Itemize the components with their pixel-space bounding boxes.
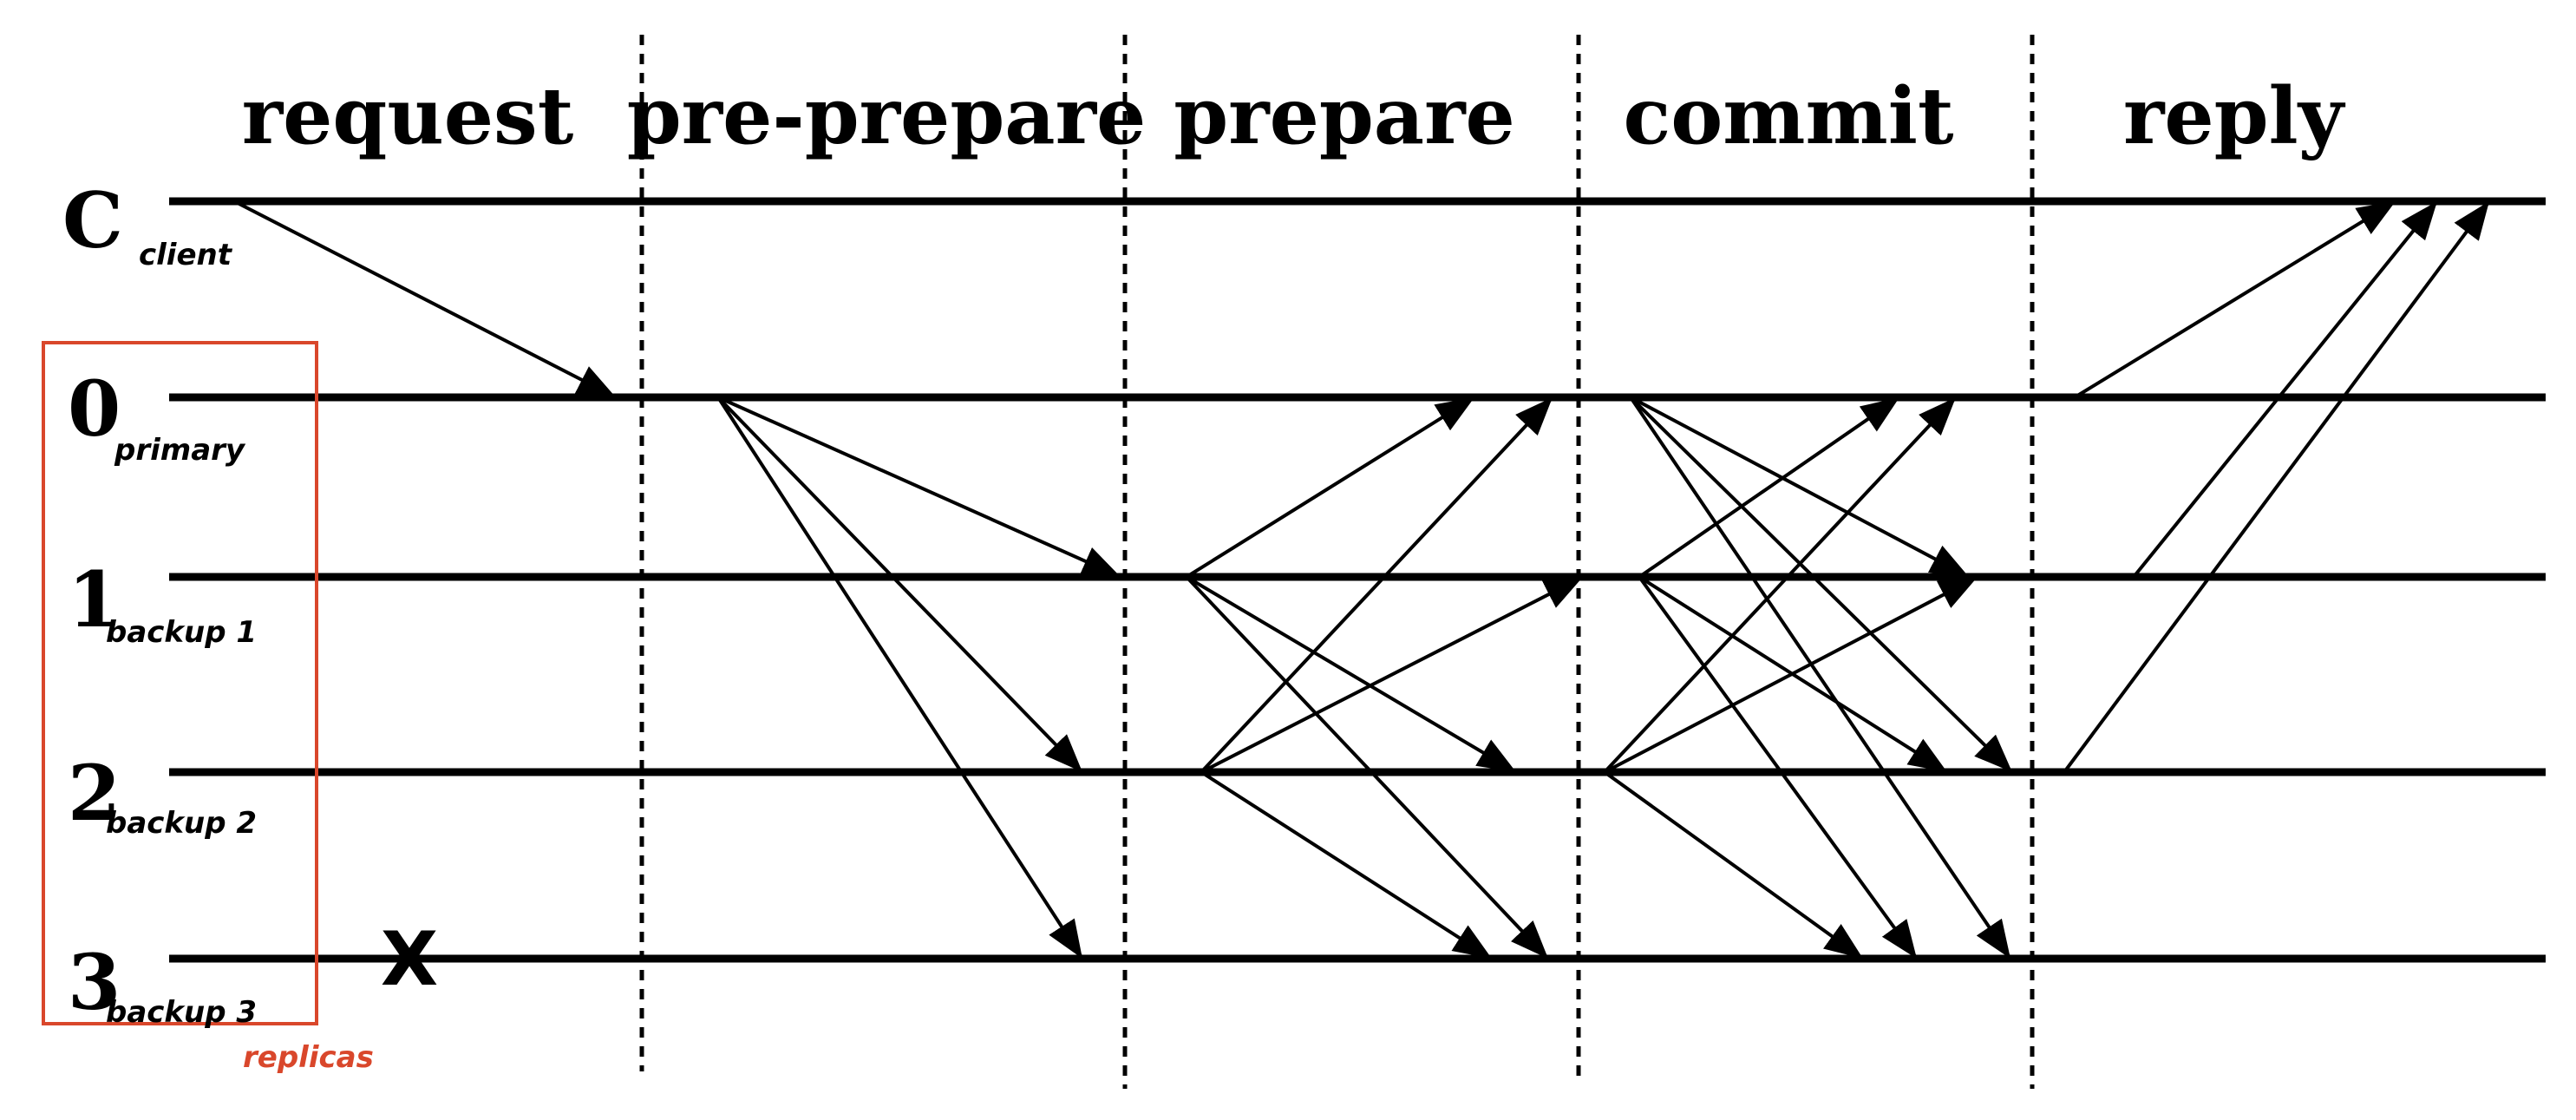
message-reply-0-to-client [2073, 200, 2397, 399]
node-sub-backup-3: backup 3 [106, 995, 257, 1030]
message-commit-0-to-2 [1629, 396, 2014, 774]
message-prepare-2-to-1 [1200, 575, 1584, 774]
node-sub-client: client [139, 238, 233, 272]
node-label-backup-2: 2 [68, 748, 121, 838]
node-sub-backup-1: backup 1 [106, 615, 257, 650]
node-label-client: C [62, 175, 123, 265]
message-commit-0-to-3 [1629, 396, 2012, 960]
node-sub-backup-2: backup 2 [106, 806, 257, 841]
message-pre-prepare-0-to-3 [716, 396, 1084, 960]
node-labels: C client 0 primary 1 backup 1 2 backup 2… [62, 175, 257, 1030]
failure-mark: X [381, 916, 438, 1003]
message-commit-0-to-1 [1630, 396, 1970, 579]
message-pre-prepare-0-to-2 [716, 396, 1084, 774]
message-commit-2-to-3 [1603, 770, 1865, 960]
phase-label-commit: commit [1623, 70, 1953, 162]
phase-label-prepare: prepare [1174, 70, 1515, 162]
node-timelines [169, 197, 2546, 963]
phase-labels: request pre-prepare prepare commit reply [242, 70, 2346, 162]
message-prepare-2-to-3 [1200, 770, 1494, 960]
message-commit-1-to-0 [1638, 396, 1901, 579]
replicas-label: replicas [243, 1040, 374, 1075]
message-commit-2-to-0 [1603, 396, 1958, 774]
node-label-backup-1: 1 [68, 554, 121, 645]
messages [233, 200, 2491, 960]
message-reply-2-to-client [2063, 200, 2491, 774]
phase-label-reply: reply [2123, 70, 2346, 162]
phase-separators [639, 35, 2035, 1089]
message-prepare-2-to-0 [1200, 396, 1554, 774]
message-prepare-1-to-3 [1185, 575, 1550, 960]
replicas-box [42, 341, 318, 1025]
message-reply-1-to-client [2132, 200, 2439, 579]
node-sub-primary: primary [114, 433, 246, 468]
message-prepare-1-to-0 [1185, 396, 1476, 579]
message-prepare-1-to-2 [1185, 575, 1518, 774]
node-label-primary: 0 [68, 364, 121, 454]
phase-label-pre-prepare: pre-prepare [627, 70, 1147, 162]
message-pre-prepare-0-to-1 [717, 396, 1121, 579]
message-commit-2-to-1 [1604, 575, 1978, 774]
phase-label-request: request [242, 70, 574, 162]
message-commit-1-to-3 [1638, 575, 1919, 960]
message-request-client-to-0 [233, 200, 617, 399]
node-label-backup-3: 3 [68, 937, 121, 1027]
